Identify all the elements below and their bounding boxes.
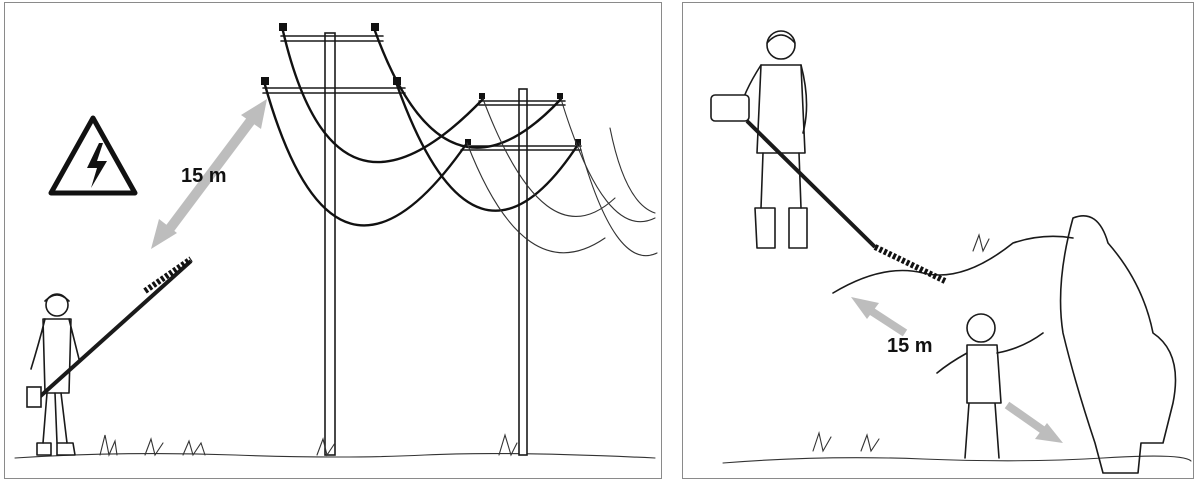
bystander-scene bbox=[683, 3, 1194, 479]
adult-bystander bbox=[1061, 216, 1176, 473]
power-lines bbox=[265, 31, 657, 256]
distance-label-right: 15 m bbox=[887, 335, 933, 358]
ground-line bbox=[723, 456, 1191, 463]
bystander-safety-panel: 15 m bbox=[682, 2, 1194, 479]
worker-with-pole-trimmer bbox=[27, 259, 191, 455]
utility-pole-front bbox=[261, 23, 405, 455]
bush-outline bbox=[833, 236, 1073, 293]
power-line-scene bbox=[5, 3, 662, 479]
operator-with-trimmer bbox=[711, 31, 945, 281]
trimmer-engine bbox=[711, 95, 749, 121]
grass-tufts bbox=[100, 435, 517, 455]
utility-pole-back bbox=[461, 89, 581, 455]
distance-label-left: 15 m bbox=[181, 165, 227, 188]
distance-arrows bbox=[851, 297, 1063, 443]
child-bystander bbox=[937, 314, 1043, 458]
electrical-hazard-warning-icon bbox=[51, 118, 135, 193]
power-line-safety-panel: 15 m bbox=[4, 2, 662, 479]
